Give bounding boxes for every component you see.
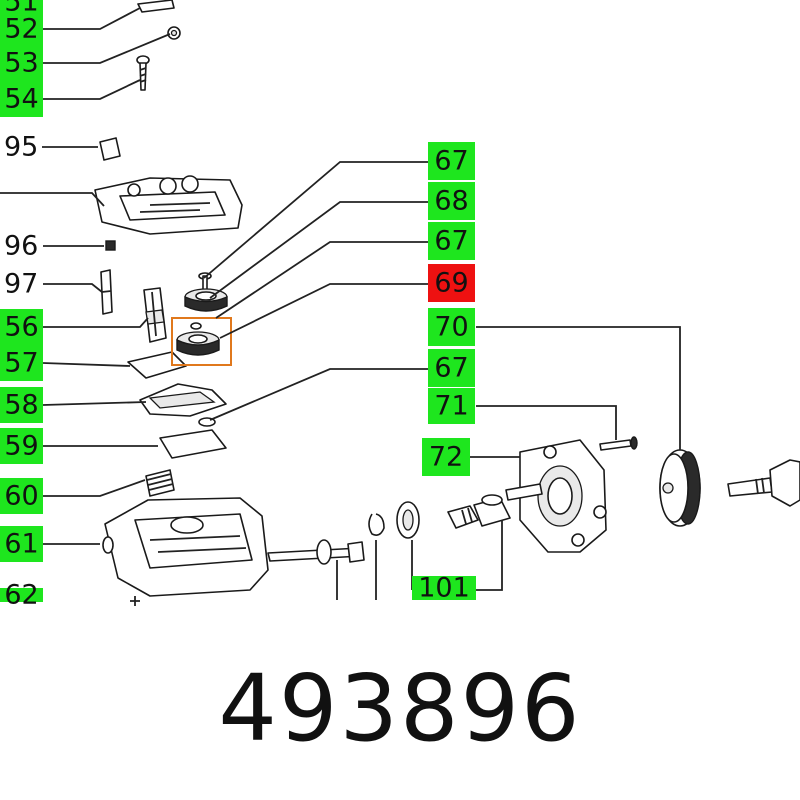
callout-text: 54 <box>4 84 38 115</box>
callout-58[interactable]: 58 <box>0 387 43 423</box>
callout-text: 60 <box>4 481 38 512</box>
callout-box <box>0 45 43 81</box>
part-71-bolt <box>599 436 638 451</box>
part-seal-ring <box>396 501 420 539</box>
callout-95[interactable]: 95 <box>4 132 38 163</box>
part-59-plate <box>159 429 227 459</box>
callout-labels: 5152535495969756575859606162676867697067… <box>0 0 476 611</box>
part-number: 493896 <box>218 655 582 762</box>
callout-71[interactable]: 71 <box>428 388 475 424</box>
callout-text: 58 <box>4 390 38 421</box>
callout-box <box>428 222 475 260</box>
part-70-disc <box>659 449 701 527</box>
part-spindle <box>447 494 511 529</box>
part-51-clip <box>137 0 175 13</box>
part-95-tab <box>99 137 121 161</box>
callout-box <box>428 308 475 346</box>
callout-text: 101 <box>418 573 470 604</box>
callout-text: 96 <box>4 231 38 262</box>
callout-text: 71 <box>434 391 468 422</box>
part-56-lever <box>143 287 167 343</box>
part-69-gear <box>176 322 220 356</box>
callout-box <box>0 478 43 514</box>
callout-54[interactable]: 54 <box>0 81 43 117</box>
part-52-nut <box>167 26 181 40</box>
callout-text: 72 <box>429 442 463 473</box>
callout-box <box>428 388 475 424</box>
part-68-gear <box>184 272 228 312</box>
callout-box <box>0 588 43 602</box>
callout-70[interactable]: 70 <box>428 308 475 346</box>
callout-text: 67 <box>434 353 468 384</box>
callout-text: 67 <box>434 226 468 257</box>
part-97-pin <box>100 269 113 315</box>
part-54-screw <box>136 55 150 91</box>
callout-text: 67 <box>434 146 468 177</box>
part-housing-cover <box>94 175 243 235</box>
leader-lines <box>0 7 681 591</box>
part-72-flange <box>505 439 607 553</box>
callout-61[interactable]: 61 <box>0 526 43 562</box>
callout-box <box>0 526 43 562</box>
callout-box <box>0 309 43 345</box>
callout-text: 59 <box>4 431 38 462</box>
callout-text: 69 <box>434 268 468 299</box>
callout-text: 62 <box>4 580 38 611</box>
callout-box <box>428 349 475 387</box>
bottom-leaders <box>336 540 377 600</box>
callout-text: 61 <box>4 529 38 560</box>
callout-68[interactable]: 68 <box>428 182 475 220</box>
callout-text: 95 <box>4 132 38 163</box>
callout-67a[interactable]: 67 <box>428 142 475 180</box>
callout-56[interactable]: 56 <box>0 309 43 345</box>
callout-59[interactable]: 59 <box>0 428 43 464</box>
part-58-slider <box>139 383 227 417</box>
callout-text: 70 <box>434 312 468 343</box>
callout-52[interactable]: 52 <box>0 11 43 47</box>
callout-box <box>0 81 43 117</box>
callout-box <box>428 142 475 180</box>
callout-text: 97 <box>4 269 38 300</box>
callout-60[interactable]: 60 <box>0 478 43 514</box>
part-60-spring <box>145 469 175 497</box>
callout-67b[interactable]: 67 <box>428 222 475 260</box>
part-61-housing <box>102 497 269 597</box>
selection-frame <box>171 317 232 366</box>
part-shaft <box>267 539 365 565</box>
callout-text: 57 <box>4 348 38 379</box>
callout-box <box>0 11 43 47</box>
callout-62[interactable]: 62 <box>0 580 43 611</box>
callout-box <box>412 576 476 600</box>
callout-text: 53 <box>4 48 38 79</box>
callout-box <box>428 182 475 220</box>
callout-53[interactable]: 53 <box>0 45 43 81</box>
callout-97[interactable]: 97 <box>4 269 38 300</box>
callout-69[interactable]: 69 <box>428 264 475 302</box>
asterisk-mark <box>130 596 140 606</box>
callout-box <box>0 345 43 381</box>
callout-box <box>0 428 43 464</box>
callout-96[interactable]: 96 <box>4 231 38 262</box>
part-drive-shaft <box>727 459 800 507</box>
callout-67c[interactable]: 67 <box>428 349 475 387</box>
part-circlip <box>368 513 385 536</box>
callout-box <box>428 264 475 302</box>
parts-drawing <box>94 0 800 606</box>
callout-text: 52 <box>4 14 38 45</box>
part-96-block <box>105 240 116 251</box>
callout-57[interactable]: 57 <box>0 345 43 381</box>
callout-72[interactable]: 72 <box>422 438 470 476</box>
callout-box <box>0 0 43 12</box>
callout-101[interactable]: 101 <box>412 573 476 604</box>
callout-box <box>422 438 470 476</box>
callout-text: 56 <box>4 312 38 343</box>
callout-box <box>0 387 43 423</box>
callout-text: 68 <box>434 186 468 217</box>
